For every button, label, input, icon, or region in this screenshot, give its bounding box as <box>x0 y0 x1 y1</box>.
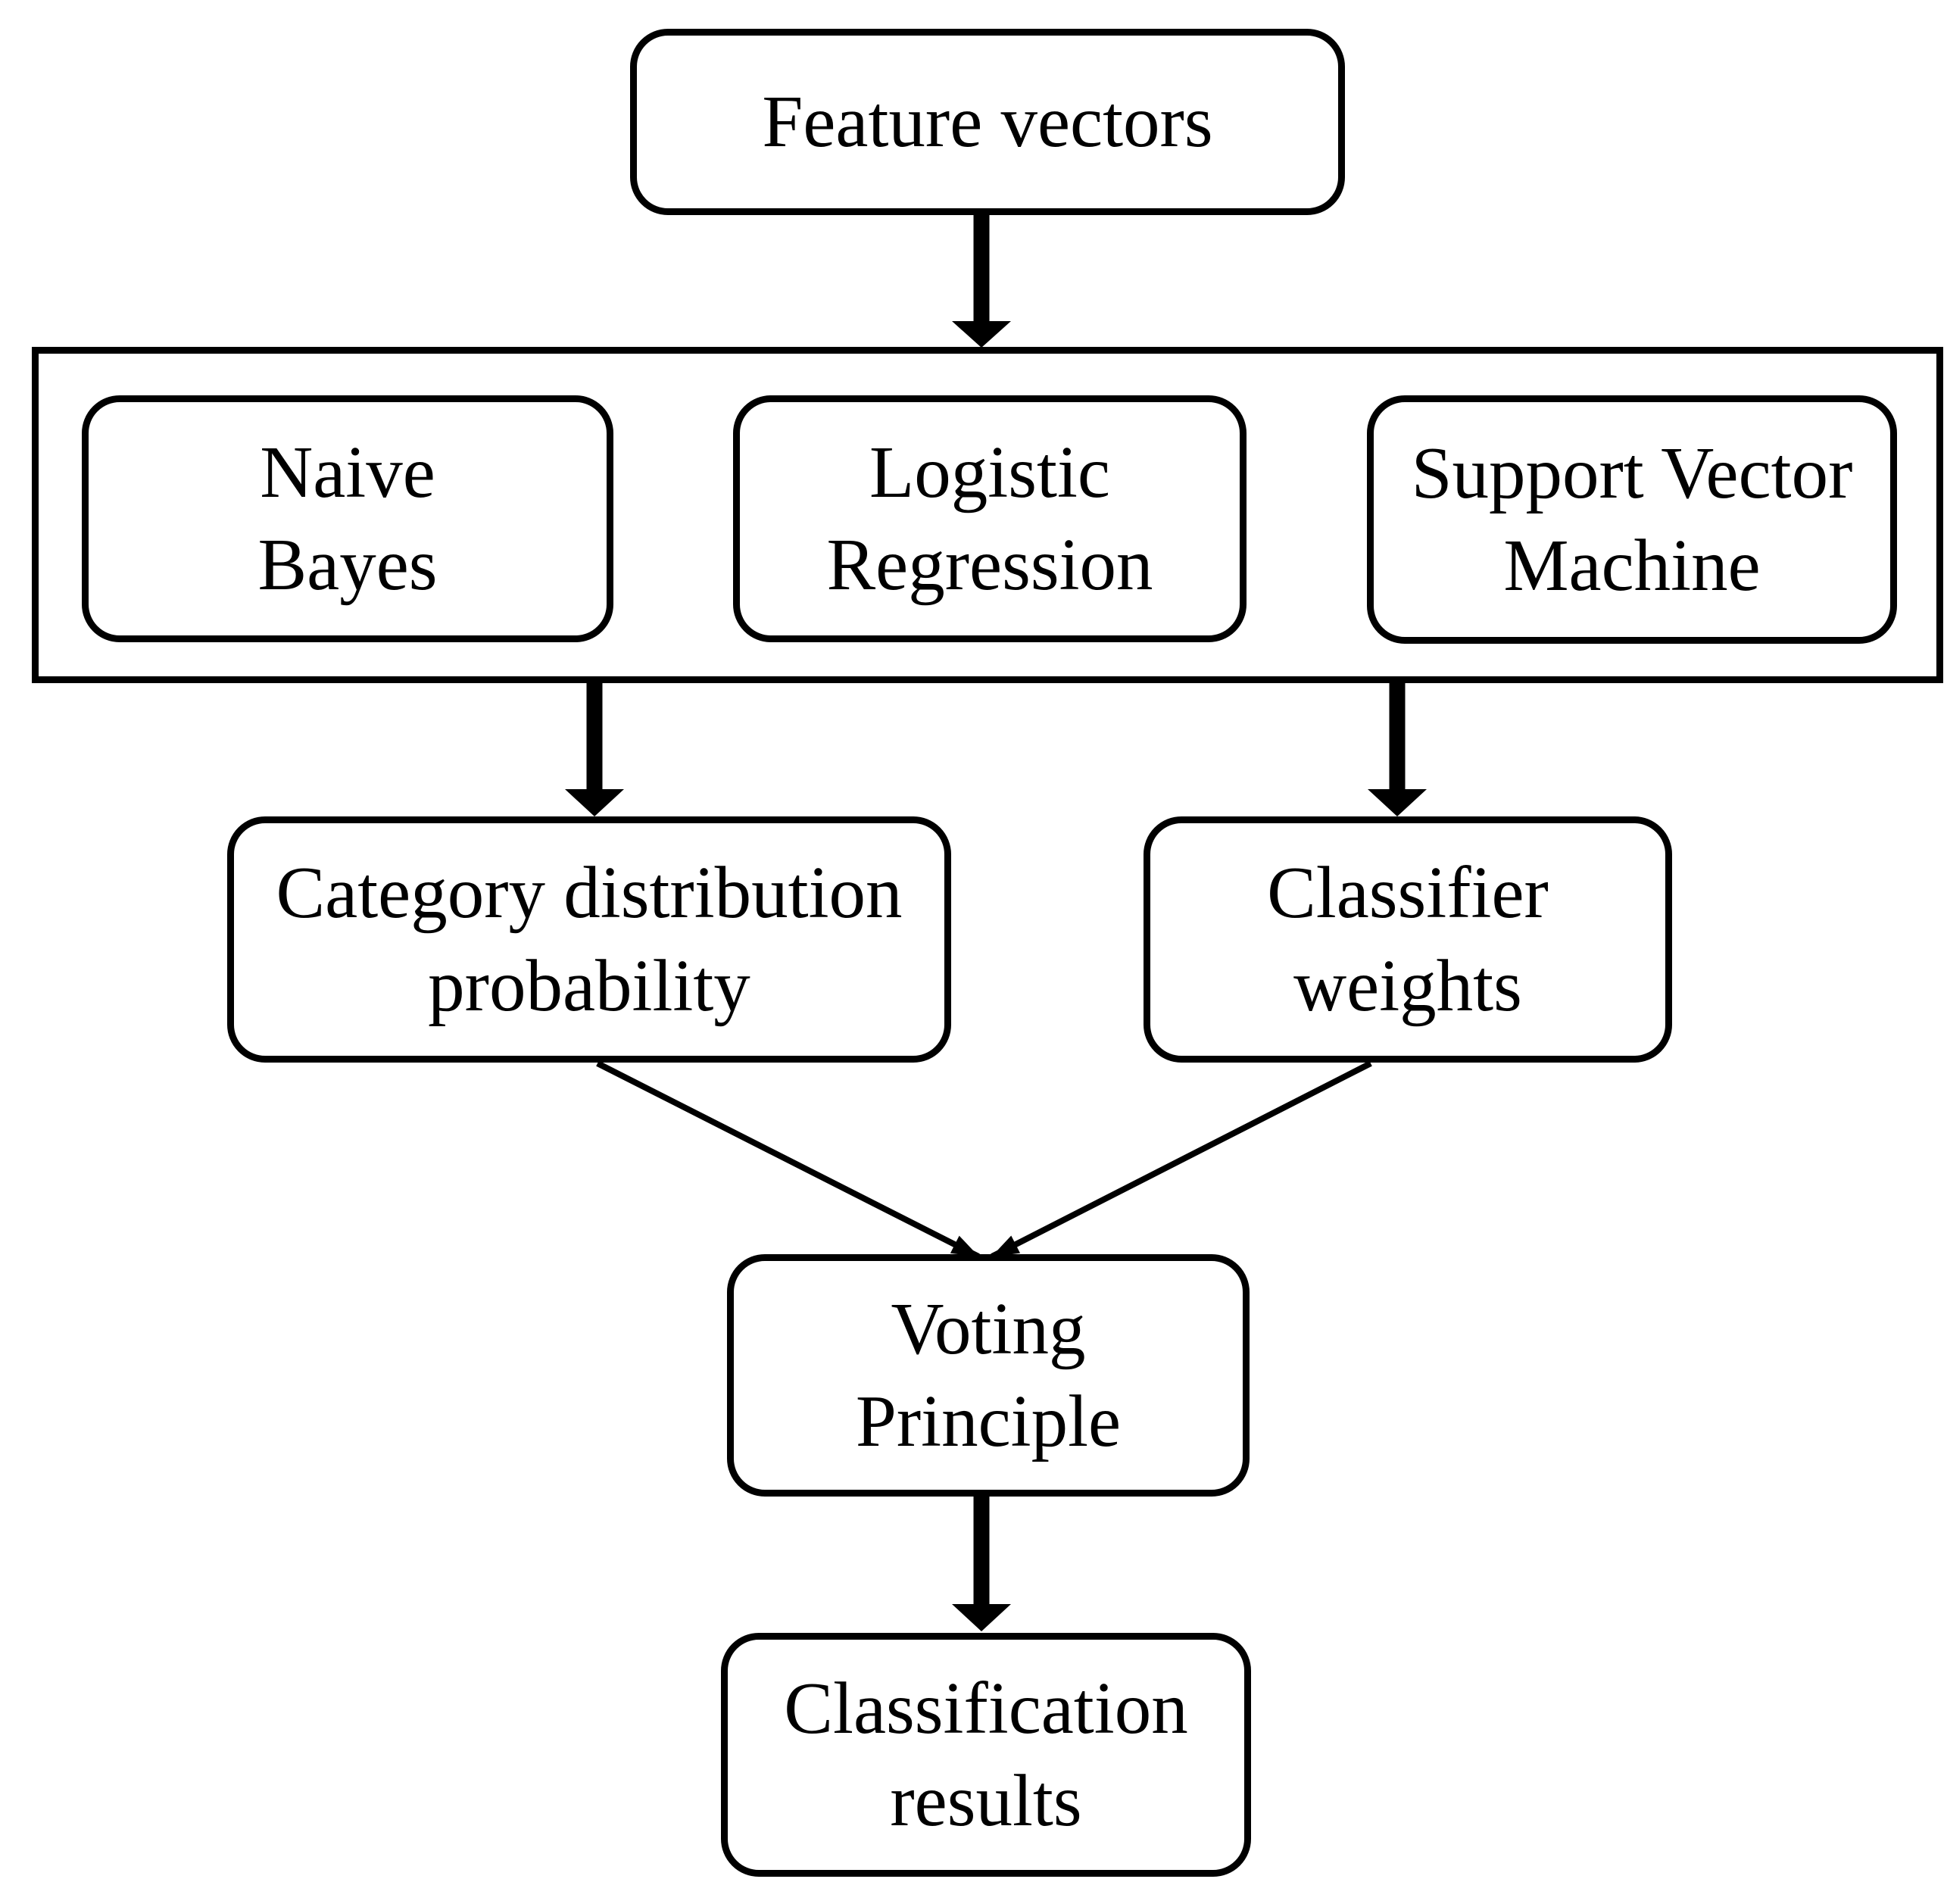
node-voting-principle: Voting Principle <box>727 1254 1250 1497</box>
node-category-distribution-probability: Category distribution probability <box>227 816 951 1063</box>
node-support-vector-machine: Support Vector Machine <box>1367 395 1897 644</box>
node-feature-vectors: Feature vectors <box>630 29 1345 215</box>
node-classification-results: Classification results <box>721 1633 1251 1877</box>
arrow-classifiers-to-probability-icon <box>565 668 624 816</box>
node-classifier-weights: Classifier weights <box>1144 816 1672 1063</box>
node-naive-bayes: Naive Bayes <box>82 395 613 642</box>
arrow-feature-to-classifiers-icon <box>952 202 1011 348</box>
arrow-voting-to-results-icon <box>952 1485 1011 1631</box>
arrow-weights-to-voting-icon <box>991 1060 1372 1259</box>
arrow-probability-to-voting-icon <box>596 1060 980 1259</box>
arrow-classifiers-to-weights-icon <box>1368 668 1427 816</box>
node-logistic-regression: Logistic Regression <box>733 395 1247 642</box>
